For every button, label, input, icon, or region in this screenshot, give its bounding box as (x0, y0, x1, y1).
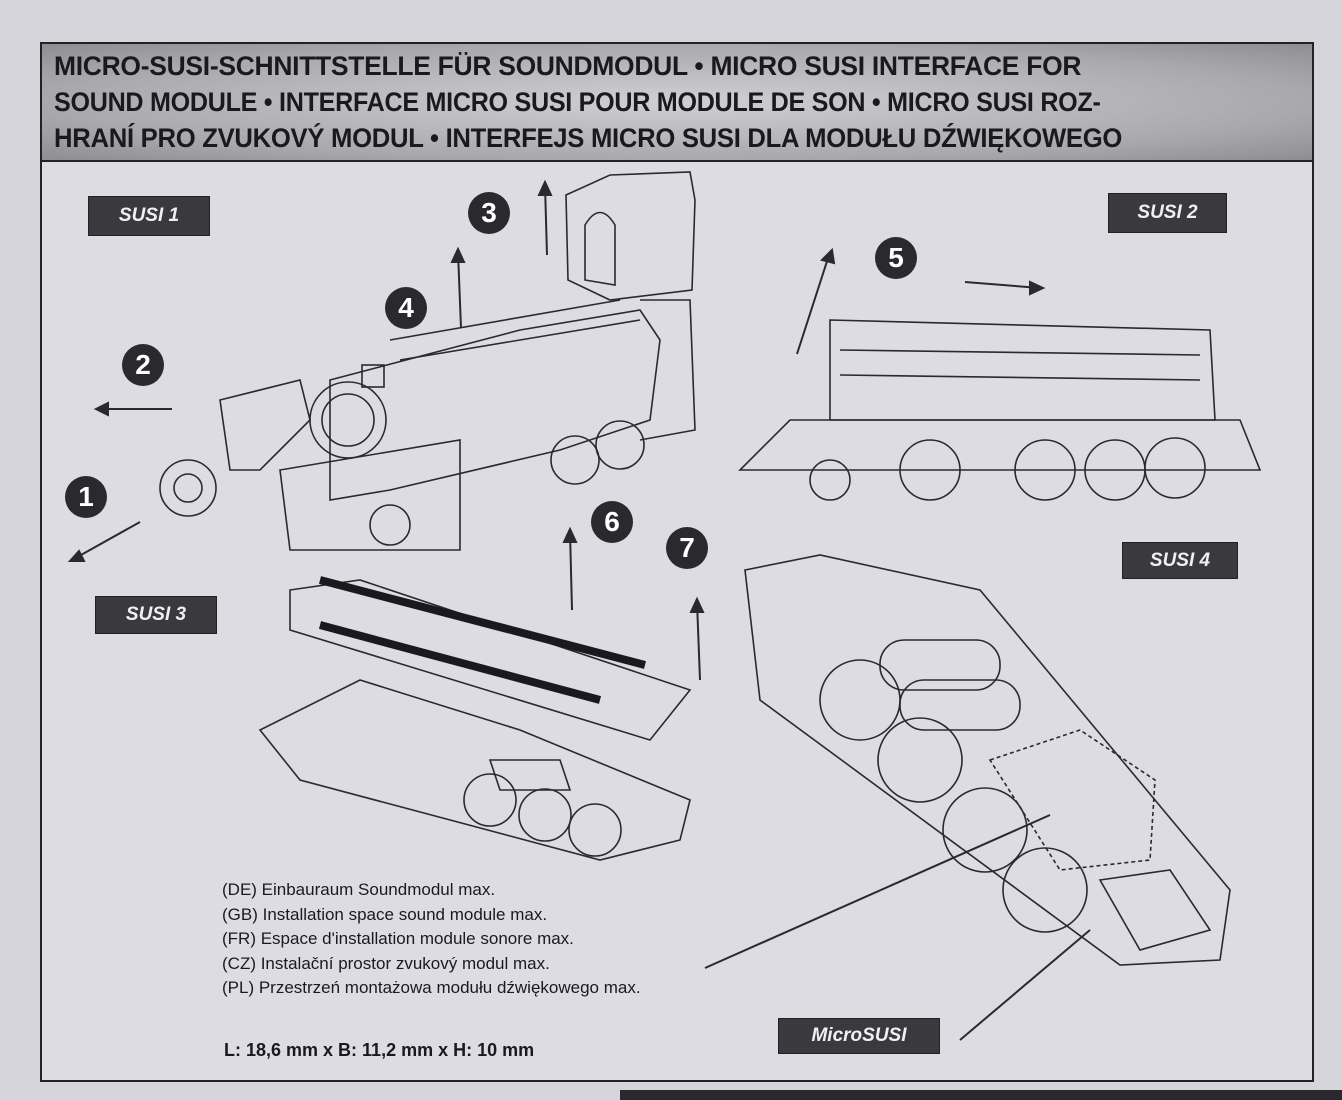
susi4-label: SUSI 4 (1122, 542, 1238, 579)
susi1-locomotive (159, 171, 696, 551)
susi1-label: SUSI 1 (88, 196, 210, 236)
legend-cz: (CZ) Instalační prostor zvukový modul ma… (222, 953, 550, 973)
legend-gb: (GB) Installation space sound module max… (222, 904, 548, 924)
installation-space-legend: (DE) Einbauraum Soundmodul max. (GB) Ins… (222, 878, 641, 1001)
step-3-badge: 3 (468, 192, 510, 234)
title-line-1: MICRO-SUSI-SCHNITTSTELLE FÜR SOUNDMODUL … (54, 51, 1082, 81)
module-dimensions: L: 18,6 mm x B: 11,2 mm x H: 10 mm (224, 1040, 535, 1060)
title-line-2: SOUND MODULE • INTERFACE MICRO SUSI POUR… (54, 87, 1101, 117)
susi3-chassis (258, 576, 692, 861)
step-2-badge: 2 (122, 344, 164, 386)
legend-fr: (FR) Espace d'installation module sonore… (222, 929, 574, 948)
step-5-badge: 5 (875, 237, 917, 279)
legend-de: (DE) Einbauraum Soundmodul max. (222, 880, 496, 899)
microsusi-label: MicroSUSI (778, 1018, 940, 1054)
arrows (67, 179, 1091, 1041)
susi4-chassis (744, 554, 1231, 966)
susi2-locomotive (738, 319, 1262, 501)
step-6-badge: 6 (591, 501, 633, 543)
step-1-badge: 1 (65, 476, 107, 518)
susi3-label: SUSI 3 (95, 596, 217, 634)
title-line-3: HRANÍ PRO ZVUKOVÝ MODUL • INTERFEJS MICR… (54, 123, 1123, 153)
page-title: MICRO-SUSI-SCHNITTSTELLE FÜR SOUNDMODUL … (42, 44, 1312, 162)
next-section-bar (620, 1090, 1342, 1100)
step-7-badge: 7 (666, 527, 708, 569)
step-4-badge: 4 (385, 287, 427, 329)
susi2-label: SUSI 2 (1108, 193, 1227, 233)
legend-pl: (PL) Przestrzeń montażowa modułu dźwięko… (222, 978, 641, 997)
